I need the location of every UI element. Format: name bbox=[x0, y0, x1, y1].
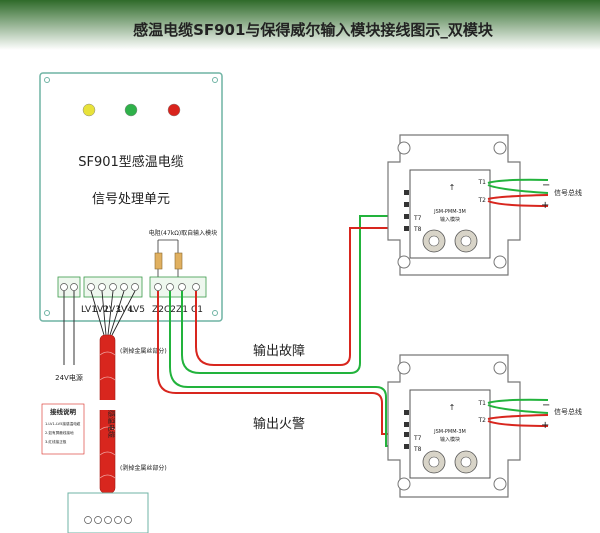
terminal-label: LV5 bbox=[129, 305, 145, 315]
wiring-note-line: 2.如有屏蔽线接地 bbox=[45, 430, 74, 435]
terminal-label: LV1 bbox=[81, 305, 97, 315]
resistor-note: 电阻(47kΩ)取自输入模块 bbox=[149, 229, 217, 237]
screw-hole bbox=[212, 77, 218, 83]
plus-label: + bbox=[541, 200, 549, 211]
diagram-title: 感温电缆SF901与保得威尔输入模块接线图示_双模块 bbox=[133, 21, 494, 39]
minus-label: − bbox=[542, 400, 550, 411]
module-name: 输入模块 bbox=[440, 216, 460, 223]
fire-output-label: 输出火警 bbox=[253, 416, 305, 432]
terminal-label: LV3 bbox=[105, 305, 121, 315]
green-led-icon bbox=[124, 103, 138, 117]
bus-label: 信号总线 bbox=[554, 188, 582, 197]
cable-label: 感温电缆 bbox=[107, 410, 116, 438]
arrow-up-icon: ↑ bbox=[449, 183, 456, 192]
cable-upper-note: (剥掉金属丝部分) bbox=[120, 347, 167, 355]
power-terminal-block bbox=[57, 276, 81, 298]
terminal-label: T1 bbox=[478, 179, 487, 186]
wiring-note: 接线说明 1.LV1-LV5接感温电缆 2.如有屏蔽线接地 3.红线接正极 bbox=[41, 403, 85, 455]
output-wires bbox=[157, 215, 404, 447]
cable-end-box bbox=[67, 492, 149, 533]
power-wire bbox=[63, 291, 75, 365]
unit-subtitle: 信号处理单元 bbox=[92, 192, 170, 207]
module-name: 输入模块 bbox=[440, 436, 460, 443]
terminal-label: T7 bbox=[413, 435, 422, 442]
terminal-label: T1 bbox=[478, 400, 487, 407]
power-label: 24V电源 bbox=[55, 373, 83, 382]
input-module-2: ↑ JSM-PMM-3M 输入模块 T1 T2 T7 T8 信号总线 − + bbox=[387, 354, 582, 498]
fault-output-label: 输出故障 bbox=[253, 343, 305, 359]
screw-hole bbox=[212, 310, 218, 316]
wiring-note-line: 1.LV1-LV5接感温电缆 bbox=[45, 421, 81, 426]
cable-terminal-block bbox=[83, 276, 143, 298]
output-terminal-block bbox=[149, 276, 207, 298]
screw-hole bbox=[44, 77, 50, 83]
yellow-led-icon bbox=[82, 103, 96, 117]
terminal-label: T8 bbox=[413, 446, 422, 453]
plus-label: + bbox=[541, 420, 549, 431]
cable-lower-note: (剥掉金属丝部分) bbox=[120, 464, 167, 472]
red-led-icon bbox=[167, 103, 181, 117]
resistor-icon bbox=[174, 252, 183, 270]
terminal-label: T2 bbox=[478, 417, 487, 424]
input-module-1: ↑ JSM-PMM-3M 输入模块 T1 T2 T7 T8 信号总线 − + bbox=[387, 134, 582, 276]
wiring-note-line: 3.红线接正极 bbox=[45, 439, 67, 444]
cable-core-wire bbox=[90, 290, 136, 336]
bus-label: 信号总线 bbox=[554, 407, 582, 416]
unit-title: SF901型感温电缆 bbox=[78, 154, 184, 170]
cable-break bbox=[98, 400, 117, 410]
resistor-icon bbox=[154, 252, 163, 270]
terminal-label: T2 bbox=[478, 197, 487, 204]
terminal-label: T8 bbox=[413, 226, 422, 233]
arrow-up-icon: ↑ bbox=[449, 403, 456, 412]
module-model: JSM-PMM-3M bbox=[433, 429, 466, 435]
module-model: JSM-PMM-3M bbox=[433, 209, 466, 215]
wiring-note-title: 接线说明 bbox=[50, 407, 77, 416]
header-band bbox=[0, 0, 600, 50]
screw-hole bbox=[44, 310, 50, 316]
terminal-label: LV2 bbox=[93, 305, 109, 315]
terminal-label: T7 bbox=[413, 215, 422, 222]
minus-label: − bbox=[542, 180, 550, 191]
